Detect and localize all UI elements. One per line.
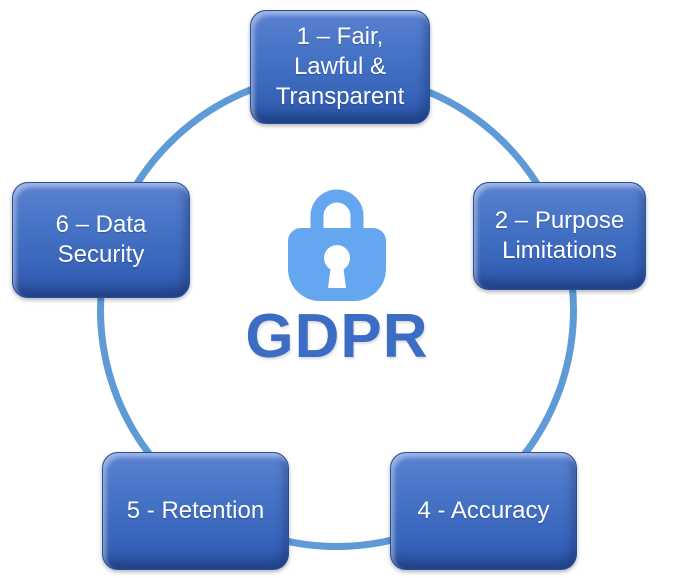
node-retention: 5 - Retention xyxy=(102,452,289,570)
node-label: 4 - Accuracy xyxy=(417,497,550,524)
node-purpose-limitations: 2 – Purpose Limitations xyxy=(473,182,646,290)
node-label: 5 - Retention xyxy=(126,497,265,524)
node-fair-lawful-transparent: 1 – Fair, Lawful & Transparent xyxy=(250,10,430,124)
node-label: 2 – Purpose Limitations xyxy=(494,207,625,264)
gdpr-title: GDPR xyxy=(245,302,429,371)
node-accuracy: 4 - Accuracy xyxy=(390,452,577,570)
lock-icon xyxy=(288,189,386,301)
node-label: 1 – Fair, Lawful & Transparent xyxy=(275,23,405,110)
node-data-security: 6 – Data Security xyxy=(12,182,190,298)
node-label: 6 – Data Security xyxy=(55,211,147,268)
